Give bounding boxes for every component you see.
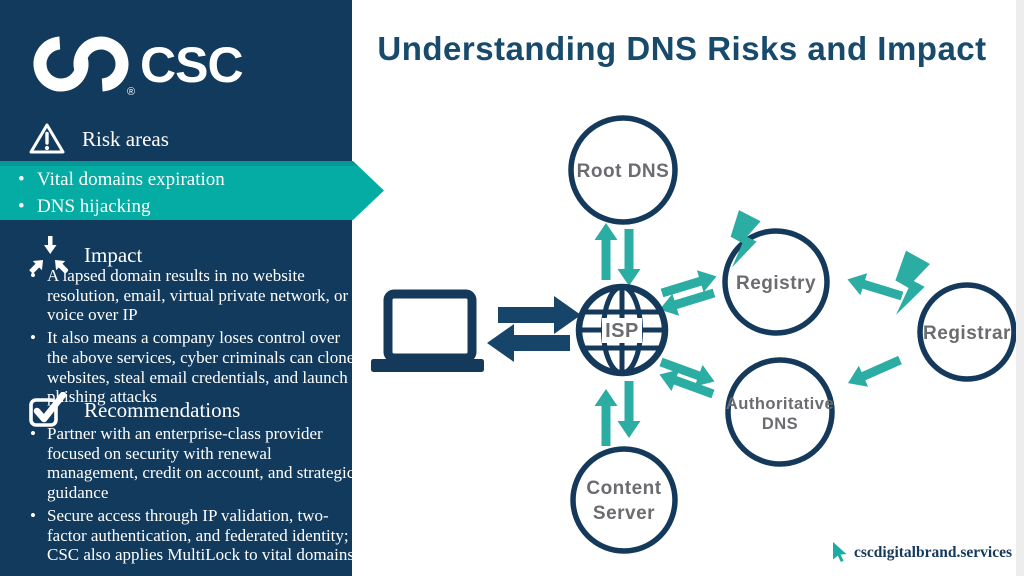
content-server-node: Content Server bbox=[570, 446, 678, 554]
impact-heading: Impact bbox=[84, 242, 143, 267]
isp-to-contentserver-arrow bbox=[594, 389, 618, 446]
rootdns-to-isp-arrow bbox=[617, 229, 641, 286]
registry-label: Registry bbox=[736, 273, 816, 294]
risk-areas-ribbon: Vital domains expiration DNS hijacking bbox=[0, 161, 384, 220]
registrar-to-authoritative-arrow bbox=[843, 349, 905, 394]
registrar-node: Registrar bbox=[917, 282, 1017, 382]
csc-logo: CSC ® bbox=[33, 36, 244, 98]
risk-bullet-2: DNS hijacking bbox=[37, 195, 151, 217]
laptop-icon bbox=[371, 289, 484, 372]
content-server-label-line2: Server bbox=[593, 503, 655, 524]
impact-bullet-2: It also means a company loses control ov… bbox=[47, 328, 355, 407]
recommendation-bullet-1: Partner with an enterprise-class provide… bbox=[47, 424, 355, 503]
authoritative-dns-label-line1: Authoritative bbox=[726, 395, 834, 413]
list-item: It also means a company loses control ov… bbox=[30, 328, 360, 407]
page-title: Understanding DNS Risks and Impact bbox=[377, 30, 987, 67]
sidebar: CSC ® Risk areas Impact bbox=[0, 0, 354, 576]
isp-label: ISP bbox=[605, 320, 639, 342]
csc-logo-symbol bbox=[33, 36, 129, 92]
dns-network-diagram: Root DNS Registry Registrar Authoritativ… bbox=[371, 115, 1017, 554]
contentserver-to-isp-arrow bbox=[617, 381, 641, 438]
warning-triangle-icon bbox=[29, 123, 65, 154]
registered-mark: ® bbox=[127, 86, 135, 98]
risk-areas-section-header: Risk areas bbox=[28, 122, 169, 156]
registrar-label: Registrar bbox=[923, 323, 1011, 344]
cursor-pointer-icon bbox=[833, 542, 847, 562]
content-server-label-line1: Content bbox=[586, 478, 661, 499]
risk-areas-heading: Risk areas bbox=[82, 126, 169, 151]
isp-to-rootdns-arrow bbox=[594, 223, 618, 280]
registry-node: Registry bbox=[722, 228, 830, 336]
list-item: Secure access through IP validation, two… bbox=[30, 506, 364, 565]
recommendation-bullet-2: Secure access through IP validation, two… bbox=[47, 505, 354, 565]
right-edge-strip bbox=[1016, 0, 1024, 576]
footer-link: cscdigitalbrand.services bbox=[854, 544, 1012, 561]
impact-bullet-1: A lapsed domain results in no website re… bbox=[47, 266, 349, 325]
list-item: Partner with an enterprise-class provide… bbox=[30, 424, 364, 503]
root-dns-label: Root DNS bbox=[577, 161, 670, 182]
risk-bullet-list: Vital domains expiration DNS hijacking bbox=[0, 161, 384, 220]
footer: cscdigitalbrand.services bbox=[832, 542, 1012, 564]
isp-globe-icon: ISP bbox=[575, 283, 669, 377]
authoritative-dns-node: Authoritative DNS bbox=[725, 357, 835, 467]
root-dns-node: Root DNS bbox=[568, 115, 678, 225]
authoritative-dns-label-line2: DNS bbox=[762, 415, 798, 433]
registrar-to-registry-arrow bbox=[844, 268, 906, 307]
recommendations-bullet-list: Partner with an enterprise-class provide… bbox=[14, 424, 374, 568]
list-item: A lapsed domain results in no website re… bbox=[30, 266, 360, 325]
list-item: Vital domains expiration bbox=[18, 167, 384, 194]
impact-bullet-list: A lapsed domain results in no website re… bbox=[14, 266, 370, 410]
list-item: DNS hijacking bbox=[18, 194, 384, 220]
csc-wordmark: CSC bbox=[140, 37, 243, 93]
risk-bullet-1: Vital domains expiration bbox=[37, 169, 225, 190]
